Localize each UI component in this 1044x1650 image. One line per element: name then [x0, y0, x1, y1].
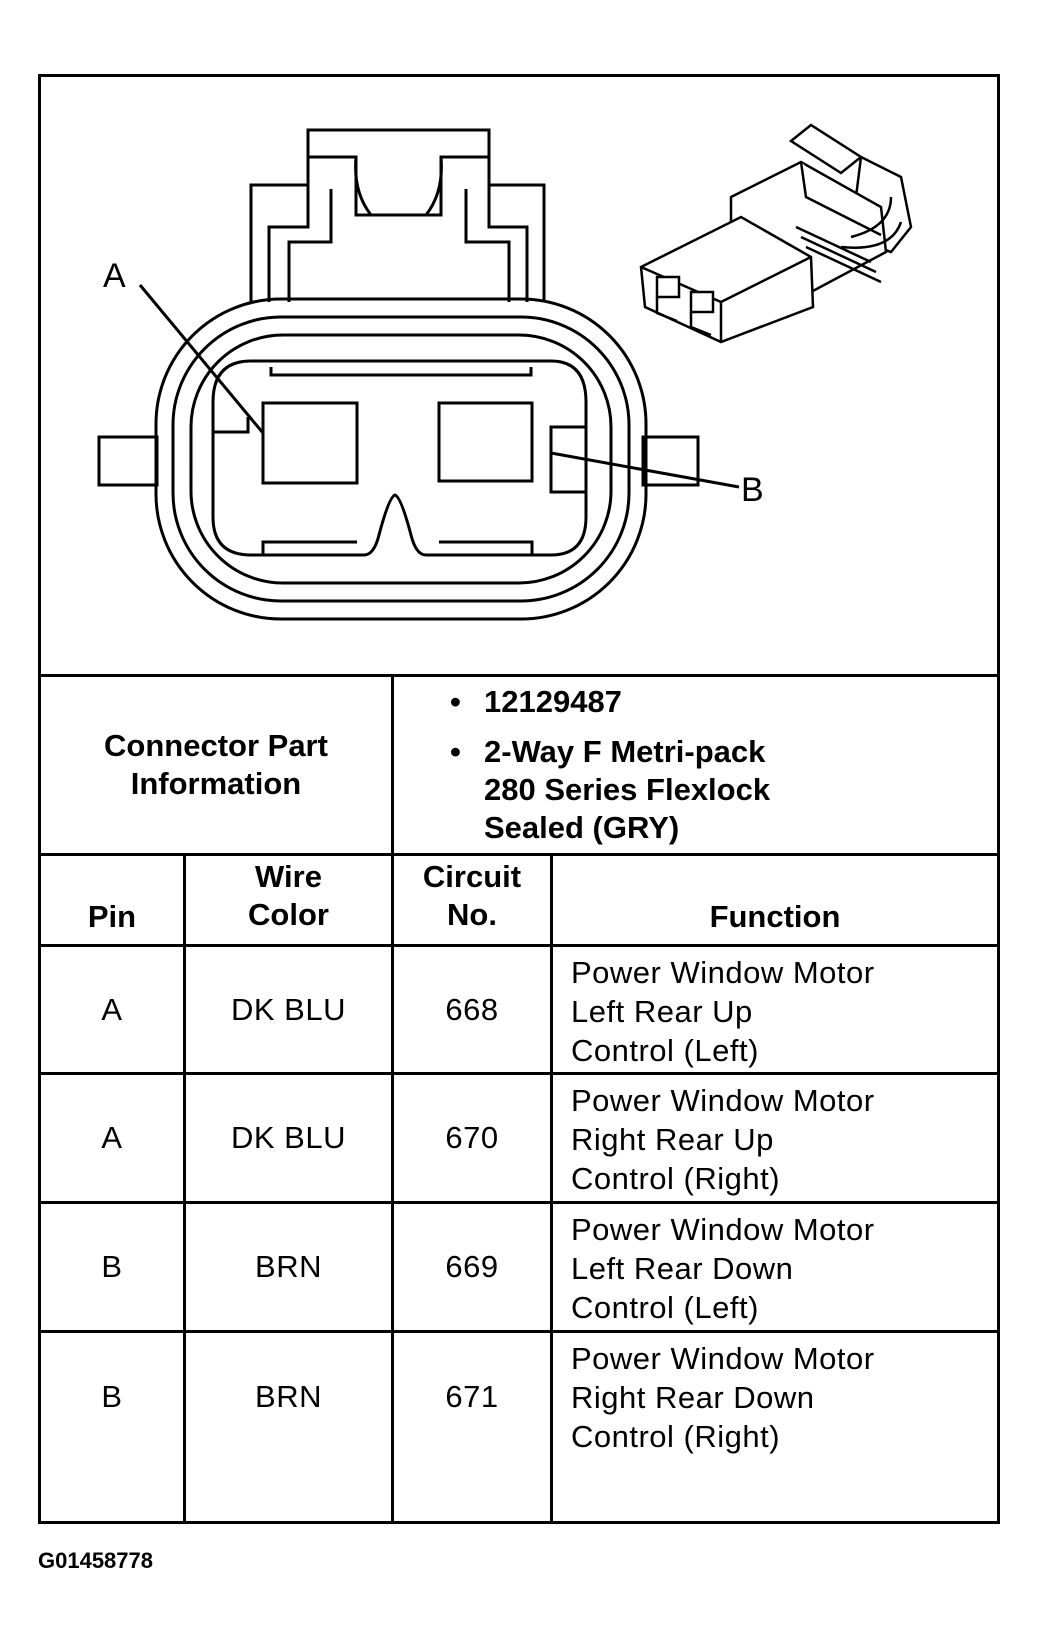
function-line: Right Rear Down — [571, 1380, 815, 1415]
connector-description-line: 2-Way F Metri-pack — [484, 734, 766, 769]
pin-b-leader — [550, 451, 740, 489]
divider — [41, 1072, 997, 1075]
right-tab — [641, 435, 700, 487]
connector-info-item: • 12129487 — [450, 683, 994, 721]
pin-a-callout: A — [103, 257, 126, 295]
function-line: Control (Right) — [571, 1161, 781, 1196]
left-tab — [97, 435, 159, 487]
header-pin: Pin — [41, 856, 183, 944]
cavity-wall — [211, 359, 588, 557]
diagram-frame: A B Connector Part Information — [38, 74, 1000, 1524]
connector-description-line: 280 Series Flexlock — [484, 772, 771, 807]
cell-wire-color: BRN — [255, 1249, 322, 1284]
divider — [41, 674, 997, 677]
connector-info-label-line: Connector Part — [104, 728, 328, 763]
figure-id: G01458778 — [38, 1548, 153, 1573]
cell-wire-color: BRN — [255, 1379, 322, 1414]
header-circuit: Circuit No. — [394, 856, 550, 944]
bullet-icon: • — [450, 684, 461, 719]
pin-a-leader — [138, 284, 265, 434]
connector-diagram: A B — [97, 123, 913, 621]
connector-part-number: 12129487 — [484, 684, 622, 719]
connector-shell-inner — [189, 333, 613, 585]
connector-info-list: • 12129487 • 2-Way F Metri-pack 280 Seri… — [394, 677, 994, 853]
cell-circuit: 670 — [445, 1120, 499, 1155]
latch-inner — [267, 155, 529, 302]
bullet-icon: • — [450, 734, 461, 769]
header-function-label: Function — [709, 899, 841, 934]
cell-function: Power Window Motor Right Rear Up Control… — [553, 1075, 997, 1201]
pin-a-terminal — [261, 401, 359, 485]
function-line: Left Rear Down — [571, 1251, 794, 1286]
function-line: Power Window Motor — [571, 1341, 875, 1376]
connector-shell-mid — [171, 315, 631, 603]
connector-info-label: Connector Part Information — [41, 677, 391, 853]
cell-wire-color: DK BLU — [231, 1120, 346, 1155]
function-line: Left Rear Up — [571, 994, 753, 1029]
function-line: Power Window Motor — [571, 1212, 875, 1247]
divider — [41, 1330, 997, 1333]
function-line: Control (Right) — [571, 1419, 781, 1454]
cell-circuit: 668 — [445, 991, 499, 1027]
divider — [550, 853, 553, 1521]
divider — [391, 853, 394, 1521]
cell-pin: B — [101, 1249, 123, 1284]
cell-circuit: 669 — [445, 1249, 499, 1284]
cell-pin: A — [101, 1120, 123, 1155]
cell-function: Power Window Motor Left Rear Up Control … — [553, 947, 997, 1072]
connector-isometric — [639, 123, 913, 344]
header-circuit-line: No. — [447, 897, 497, 932]
function-line: Power Window Motor — [571, 955, 875, 990]
divider — [41, 853, 997, 856]
divider — [391, 674, 394, 856]
connector-shell-outer — [154, 297, 648, 621]
function-line: Power Window Motor — [571, 1083, 875, 1118]
divider — [41, 1201, 997, 1204]
cell-function: Power Window Motor Left Rear Down Contro… — [553, 1204, 997, 1330]
pin-b-terminal — [437, 401, 534, 483]
divider — [41, 944, 997, 947]
cell-circuit: 671 — [445, 1379, 499, 1414]
latch-housing — [249, 128, 546, 302]
cell-pin: A — [101, 991, 123, 1027]
cell-function: Power Window Motor Right Rear Down Contr… — [553, 1333, 997, 1521]
cell-wire-color: DK BLU — [231, 991, 346, 1027]
header-wire-color-line: Wire — [255, 859, 322, 894]
function-line: Control (Left) — [571, 1290, 759, 1325]
pin-b-callout: B — [741, 471, 764, 509]
connector-info-label-line: Information — [130, 766, 302, 801]
header-function: Function — [553, 856, 997, 944]
header-wire-color: Wire Color — [186, 856, 391, 944]
header-circuit-line: Circuit — [422, 859, 522, 894]
divider — [183, 853, 186, 1521]
function-line: Right Rear Up — [571, 1122, 774, 1157]
header-pin-label: Pin — [87, 899, 137, 934]
connector-description-line: Sealed (GRY) — [484, 810, 680, 845]
cell-pin: B — [101, 1379, 123, 1414]
header-wire-color-line: Color — [248, 897, 329, 932]
connector-info-item: • 2-Way F Metri-pack 280 Series Flexlock… — [450, 733, 994, 847]
function-line: Control (Left) — [571, 1033, 759, 1068]
